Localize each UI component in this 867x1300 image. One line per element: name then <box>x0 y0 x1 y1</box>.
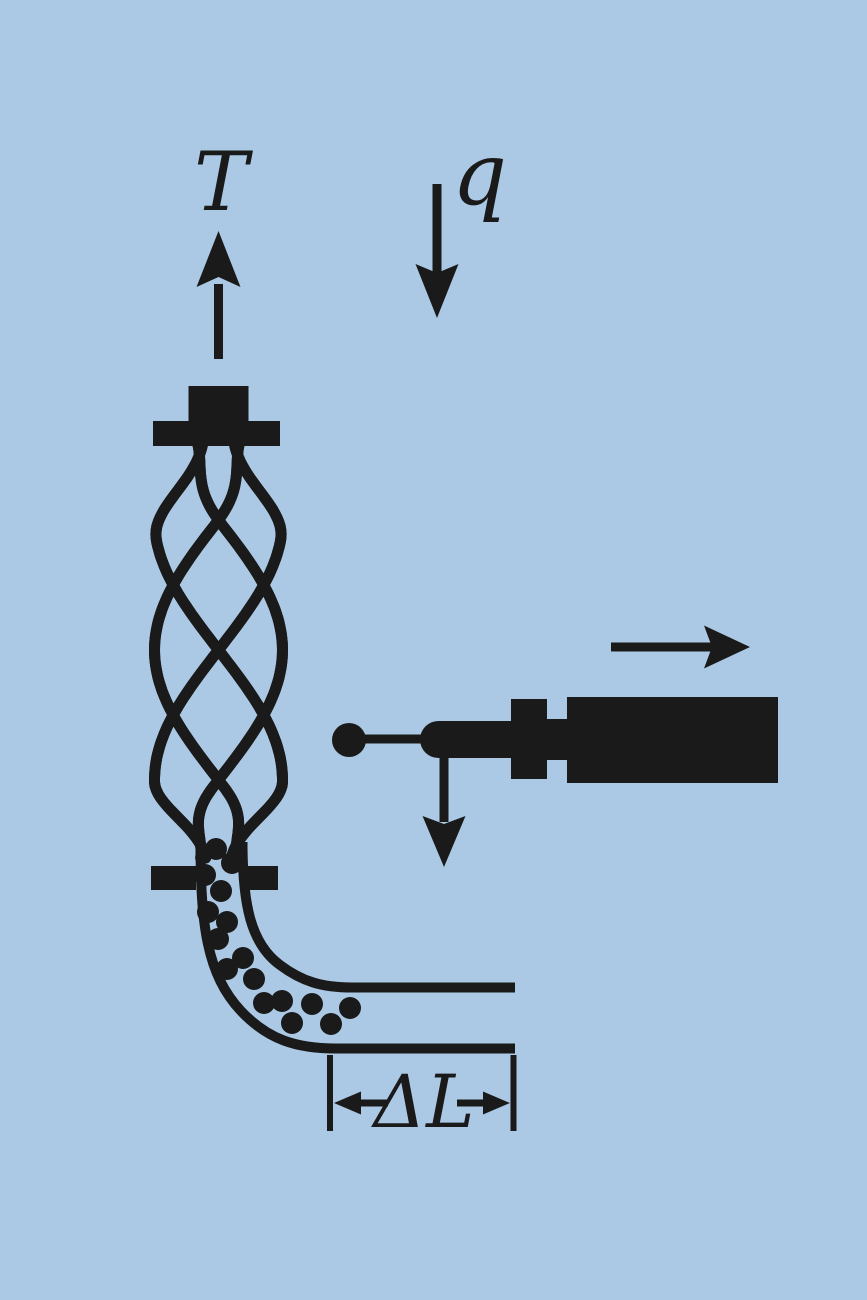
top-cap-knob <box>188 386 249 423</box>
t-arrow-up-icon <box>196 231 241 359</box>
actuator-device <box>332 697 778 783</box>
actuator-arrow-right-icon <box>611 625 750 669</box>
curved-tube <box>195 841 515 1054</box>
q-label: q <box>452 125 507 225</box>
stylus-arrow-down-icon <box>422 757 466 867</box>
q-arrow-down-icon <box>415 184 459 318</box>
delta-l-label: ΔL <box>370 1060 474 1145</box>
particle-dots <box>194 838 361 1035</box>
dimension-arrow-left-icon <box>334 1091 388 1115</box>
stylus-rod <box>360 734 430 744</box>
dimension-arrow-right-icon <box>457 1091 510 1115</box>
braided-sleeve <box>148 440 289 864</box>
stylus-ball <box>332 723 366 757</box>
actuator-barrel <box>567 697 778 783</box>
bottom-flange-left <box>151 866 196 890</box>
fitting-neck <box>540 719 572 760</box>
dimension-group: ΔL <box>327 1055 517 1145</box>
top-cap-flange <box>153 421 280 446</box>
bottom-flange-right <box>245 866 278 890</box>
t-label: T <box>194 136 253 230</box>
